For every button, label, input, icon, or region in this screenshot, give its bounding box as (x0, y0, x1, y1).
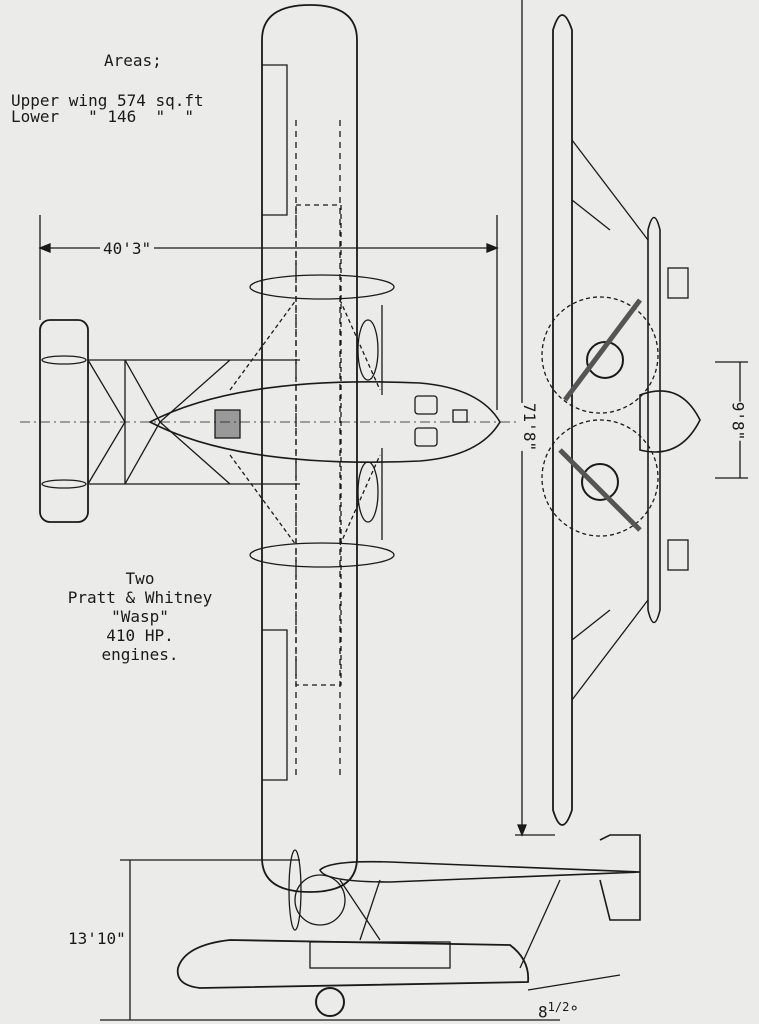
lower-wing-area: Lower " 146 " " (11, 107, 195, 126)
upper-span-dimension-label: 71'8" (520, 402, 540, 452)
propeller-disc-lower (541, 419, 659, 537)
front-view (515, 0, 748, 837)
tail-plane (39, 319, 89, 523)
engine-line-2: Pratt & Whitney (67, 588, 213, 607)
engine-line-3: "Wasp" (111, 607, 169, 626)
span-dimension-label: 40'3" (100, 240, 155, 258)
plan-view (20, 4, 520, 893)
angle-degree: ° (569, 1002, 579, 1022)
engine-line-4: 410 HP. (106, 626, 174, 645)
nacelle-lower (249, 542, 395, 568)
areas-title: Areas; (104, 51, 162, 70)
hull-side (176, 939, 530, 989)
side-view (100, 834, 641, 1021)
upper-wing-front (552, 14, 573, 826)
angle-whole: 8 (538, 1002, 548, 1022)
engine-spacing-label: 9'8" (728, 401, 748, 441)
upper-wing-plan (261, 4, 358, 893)
height-dimension-label: 13'10" (68, 929, 126, 948)
upper-wing-area: Upper wing 574 sq.ft (11, 91, 204, 110)
engine-line-5: engines. (101, 645, 179, 664)
propeller-disc-upper (541, 296, 659, 414)
engine-line-1: Two (125, 569, 155, 588)
angle-label: 81/2° (538, 998, 579, 1021)
nacelle-upper (249, 274, 395, 300)
upper-wing-side (319, 860, 641, 883)
angle-fraction: 1/2 (547, 1000, 570, 1014)
